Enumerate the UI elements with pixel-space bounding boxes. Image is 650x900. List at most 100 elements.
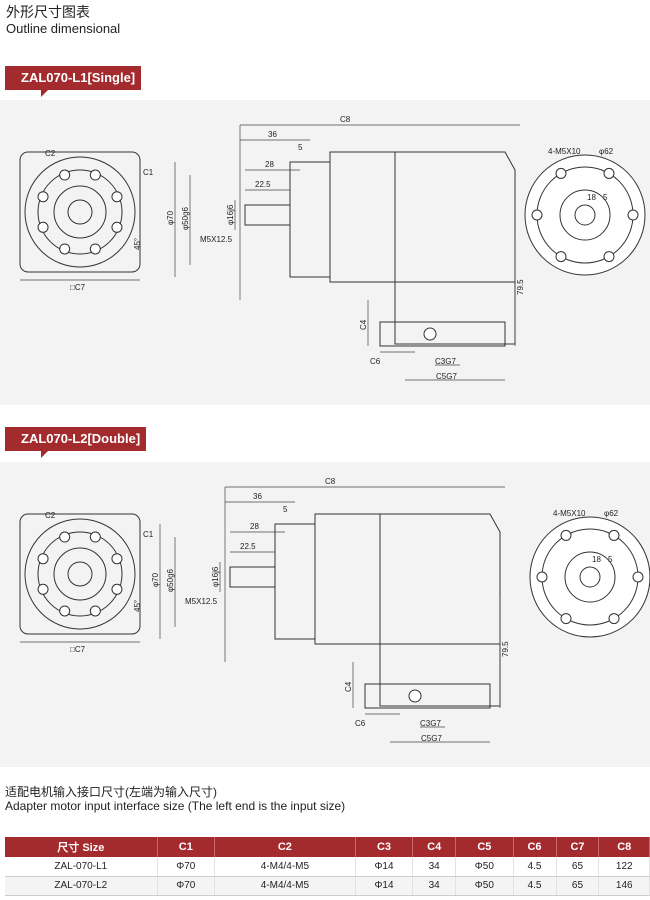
table-header: C7 <box>556 837 600 857</box>
dimension-label: 79.5 <box>501 641 510 657</box>
front-flange <box>19 513 141 635</box>
bolt-hole <box>59 605 71 617</box>
bolt-hole <box>89 605 101 617</box>
output-base <box>364 683 491 709</box>
dimension-label: 22.5 <box>255 180 271 189</box>
table-cell: 65 <box>556 857 600 877</box>
front-flange <box>19 151 141 273</box>
dimension-label: 5 <box>608 555 613 564</box>
dimension-label: C1 <box>143 168 154 177</box>
dimension-label: 45° <box>133 238 142 250</box>
right-angle-housing <box>394 151 516 283</box>
dimension-label: φ70 <box>166 210 175 225</box>
dimension-label: M5X12.5 <box>185 597 218 606</box>
bolt-hole <box>37 583 49 595</box>
bolt-hole <box>89 243 101 255</box>
bolt-hole <box>608 529 620 541</box>
table-cell: 65 <box>556 876 600 896</box>
dimension-label: 22.5 <box>240 542 256 551</box>
section-tag-double: ZAL070-L2[Double] <box>5 427 147 458</box>
table-cell: 34 <box>412 857 457 877</box>
table-cell: Φ50 <box>455 876 514 896</box>
bolt-hole <box>37 191 49 203</box>
dimension-label: □C7 <box>70 283 86 292</box>
bolt-hole <box>89 169 101 181</box>
bolt-hole <box>111 191 123 203</box>
table-cell: Φ50 <box>455 857 514 877</box>
flange-circle <box>24 518 136 630</box>
pcd-circle <box>37 169 123 255</box>
bolt-hole <box>111 221 123 233</box>
output-hole <box>423 327 437 341</box>
dimension-label: φ62 <box>604 509 619 518</box>
housing-lower <box>379 643 501 707</box>
dimension-label: 79.5 <box>516 279 525 295</box>
dimension-label: C6 <box>355 719 366 728</box>
table-cell: Φ70 <box>157 857 215 877</box>
dimension-label: C5G7 <box>436 372 457 381</box>
table-header: C5 <box>455 837 514 857</box>
flange-circle <box>24 156 136 268</box>
dimension-label: C1 <box>143 530 154 539</box>
dimension-label: □C7 <box>70 645 86 654</box>
adapter-title-en: Adapter motor input interface size (The … <box>5 799 346 813</box>
section-tag-single: ZAL070-L1[Single] <box>5 66 142 97</box>
table-cell: 4-M4/4-M5 <box>214 876 356 896</box>
bolt-hole <box>608 613 620 625</box>
table-cell: 146 <box>598 876 650 896</box>
shaft-circle <box>67 199 93 225</box>
dimension-label: 4-M5X10 <box>548 147 581 156</box>
table-cell: 4.5 <box>513 876 557 896</box>
right-angle-housing <box>379 513 501 645</box>
table-cell: 34 <box>412 876 457 896</box>
dimension-label: C6 <box>370 357 381 366</box>
dimension-label: φ70 <box>151 572 160 587</box>
table-cell: Φ70 <box>157 876 215 896</box>
dimension-label: 5 <box>283 505 288 514</box>
adapter-title-cn: 适配电机输入接口尺寸(左端为输入尺寸) <box>5 785 217 799</box>
bolt-hole <box>603 167 615 179</box>
end-flange <box>524 154 646 276</box>
bolt-hole <box>37 221 49 233</box>
dimension-label: C2 <box>45 149 56 158</box>
gear-body <box>314 513 381 645</box>
dimension-label: φ16j6 <box>211 566 220 587</box>
dimension-label: C4 <box>359 319 368 330</box>
table-header: C3 <box>355 837 414 857</box>
bolt-hole <box>560 613 572 625</box>
end-shaft <box>579 566 601 588</box>
side-flange <box>274 523 316 640</box>
bolt-hole <box>89 531 101 543</box>
end-shaft <box>574 204 596 226</box>
output-shaft <box>244 204 291 226</box>
table-cell: Φ14 <box>355 857 414 877</box>
dimension-label: φ50g6 <box>181 206 190 230</box>
bore-circle <box>53 185 107 239</box>
bolt-hole <box>59 243 71 255</box>
dimension-label: 36 <box>253 492 262 501</box>
dimension-label: C8 <box>340 115 351 124</box>
table-header: C2 <box>214 837 356 857</box>
dimension-label: 28 <box>250 522 259 531</box>
bolt-hole <box>560 529 572 541</box>
dimension-label: C2 <box>45 511 56 520</box>
dimension-label: 36 <box>268 130 277 139</box>
table-header: C1 <box>157 837 215 857</box>
bolt-hole <box>555 251 567 263</box>
dimension-label: 28 <box>265 160 274 169</box>
dimension-label: C3G7 <box>420 719 441 728</box>
table-cell: 4-M4/4-M5 <box>214 857 356 877</box>
output-shaft <box>229 566 276 588</box>
dimension-label: φ62 <box>599 147 614 156</box>
dimension-label: 4-M5X10 <box>553 509 586 518</box>
title-en: Outline dimensional <box>6 21 121 36</box>
table-header: C6 <box>513 837 557 857</box>
table-cell: 122 <box>598 857 650 877</box>
dimension-label: C3G7 <box>435 357 456 366</box>
bolt-hole <box>531 209 543 221</box>
dimension-label: C4 <box>344 681 353 692</box>
side-flange <box>289 161 331 278</box>
